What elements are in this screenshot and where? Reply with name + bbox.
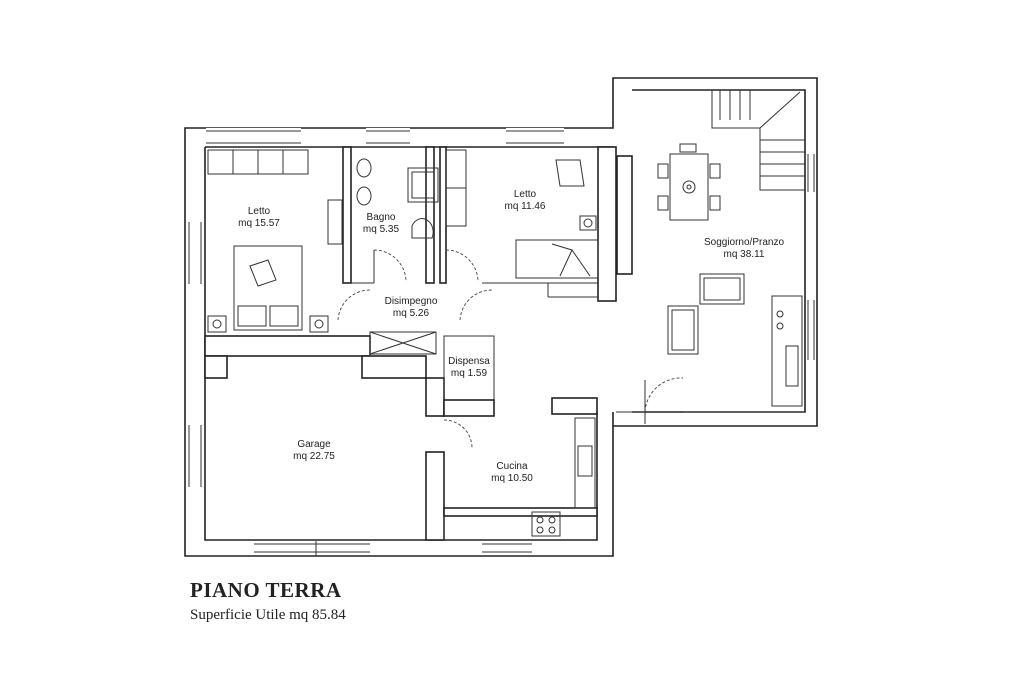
room-disimpegno-name: Disimpegno (385, 296, 438, 307)
doors (337, 249, 684, 449)
room-cucina-name: Cucina (496, 461, 528, 472)
room-bagno-name: Bagno (367, 212, 396, 223)
windows (186, 128, 816, 556)
room-bagno-area: mq 5.35 (363, 224, 400, 235)
room-letto2-name: Letto (514, 189, 537, 200)
room-cucina-area: mq 10.50 (491, 473, 533, 484)
room-soggiorno-name: Soggiorno/Pranzo (704, 237, 784, 248)
room-garage-name: Garage (297, 439, 331, 450)
room-dispensa-name: Dispensa (448, 356, 490, 367)
room-disimpegno-area: mq 5.26 (393, 308, 430, 319)
interior-walls (204, 146, 805, 541)
furniture (207, 143, 803, 537)
room-dispensa-area: mq 1.59 (451, 368, 488, 379)
stairs (711, 90, 805, 191)
floor-title: PIANO TERRA (190, 578, 342, 602)
room-letto2-area: mq 11.46 (505, 201, 546, 212)
room-letto1-name: Letto (248, 206, 271, 217)
room-garage-area: mq 22.75 (293, 451, 335, 462)
room-soggiorno-area: mq 38.11 (724, 249, 765, 260)
room-labels: Letto mq 15.57 Bagno mq 5.35 Letto mq 11… (238, 189, 784, 484)
floor-subtitle: Superficie Utile mq 85.84 (190, 607, 346, 623)
room-letto1-area: mq 15.57 (238, 218, 280, 229)
